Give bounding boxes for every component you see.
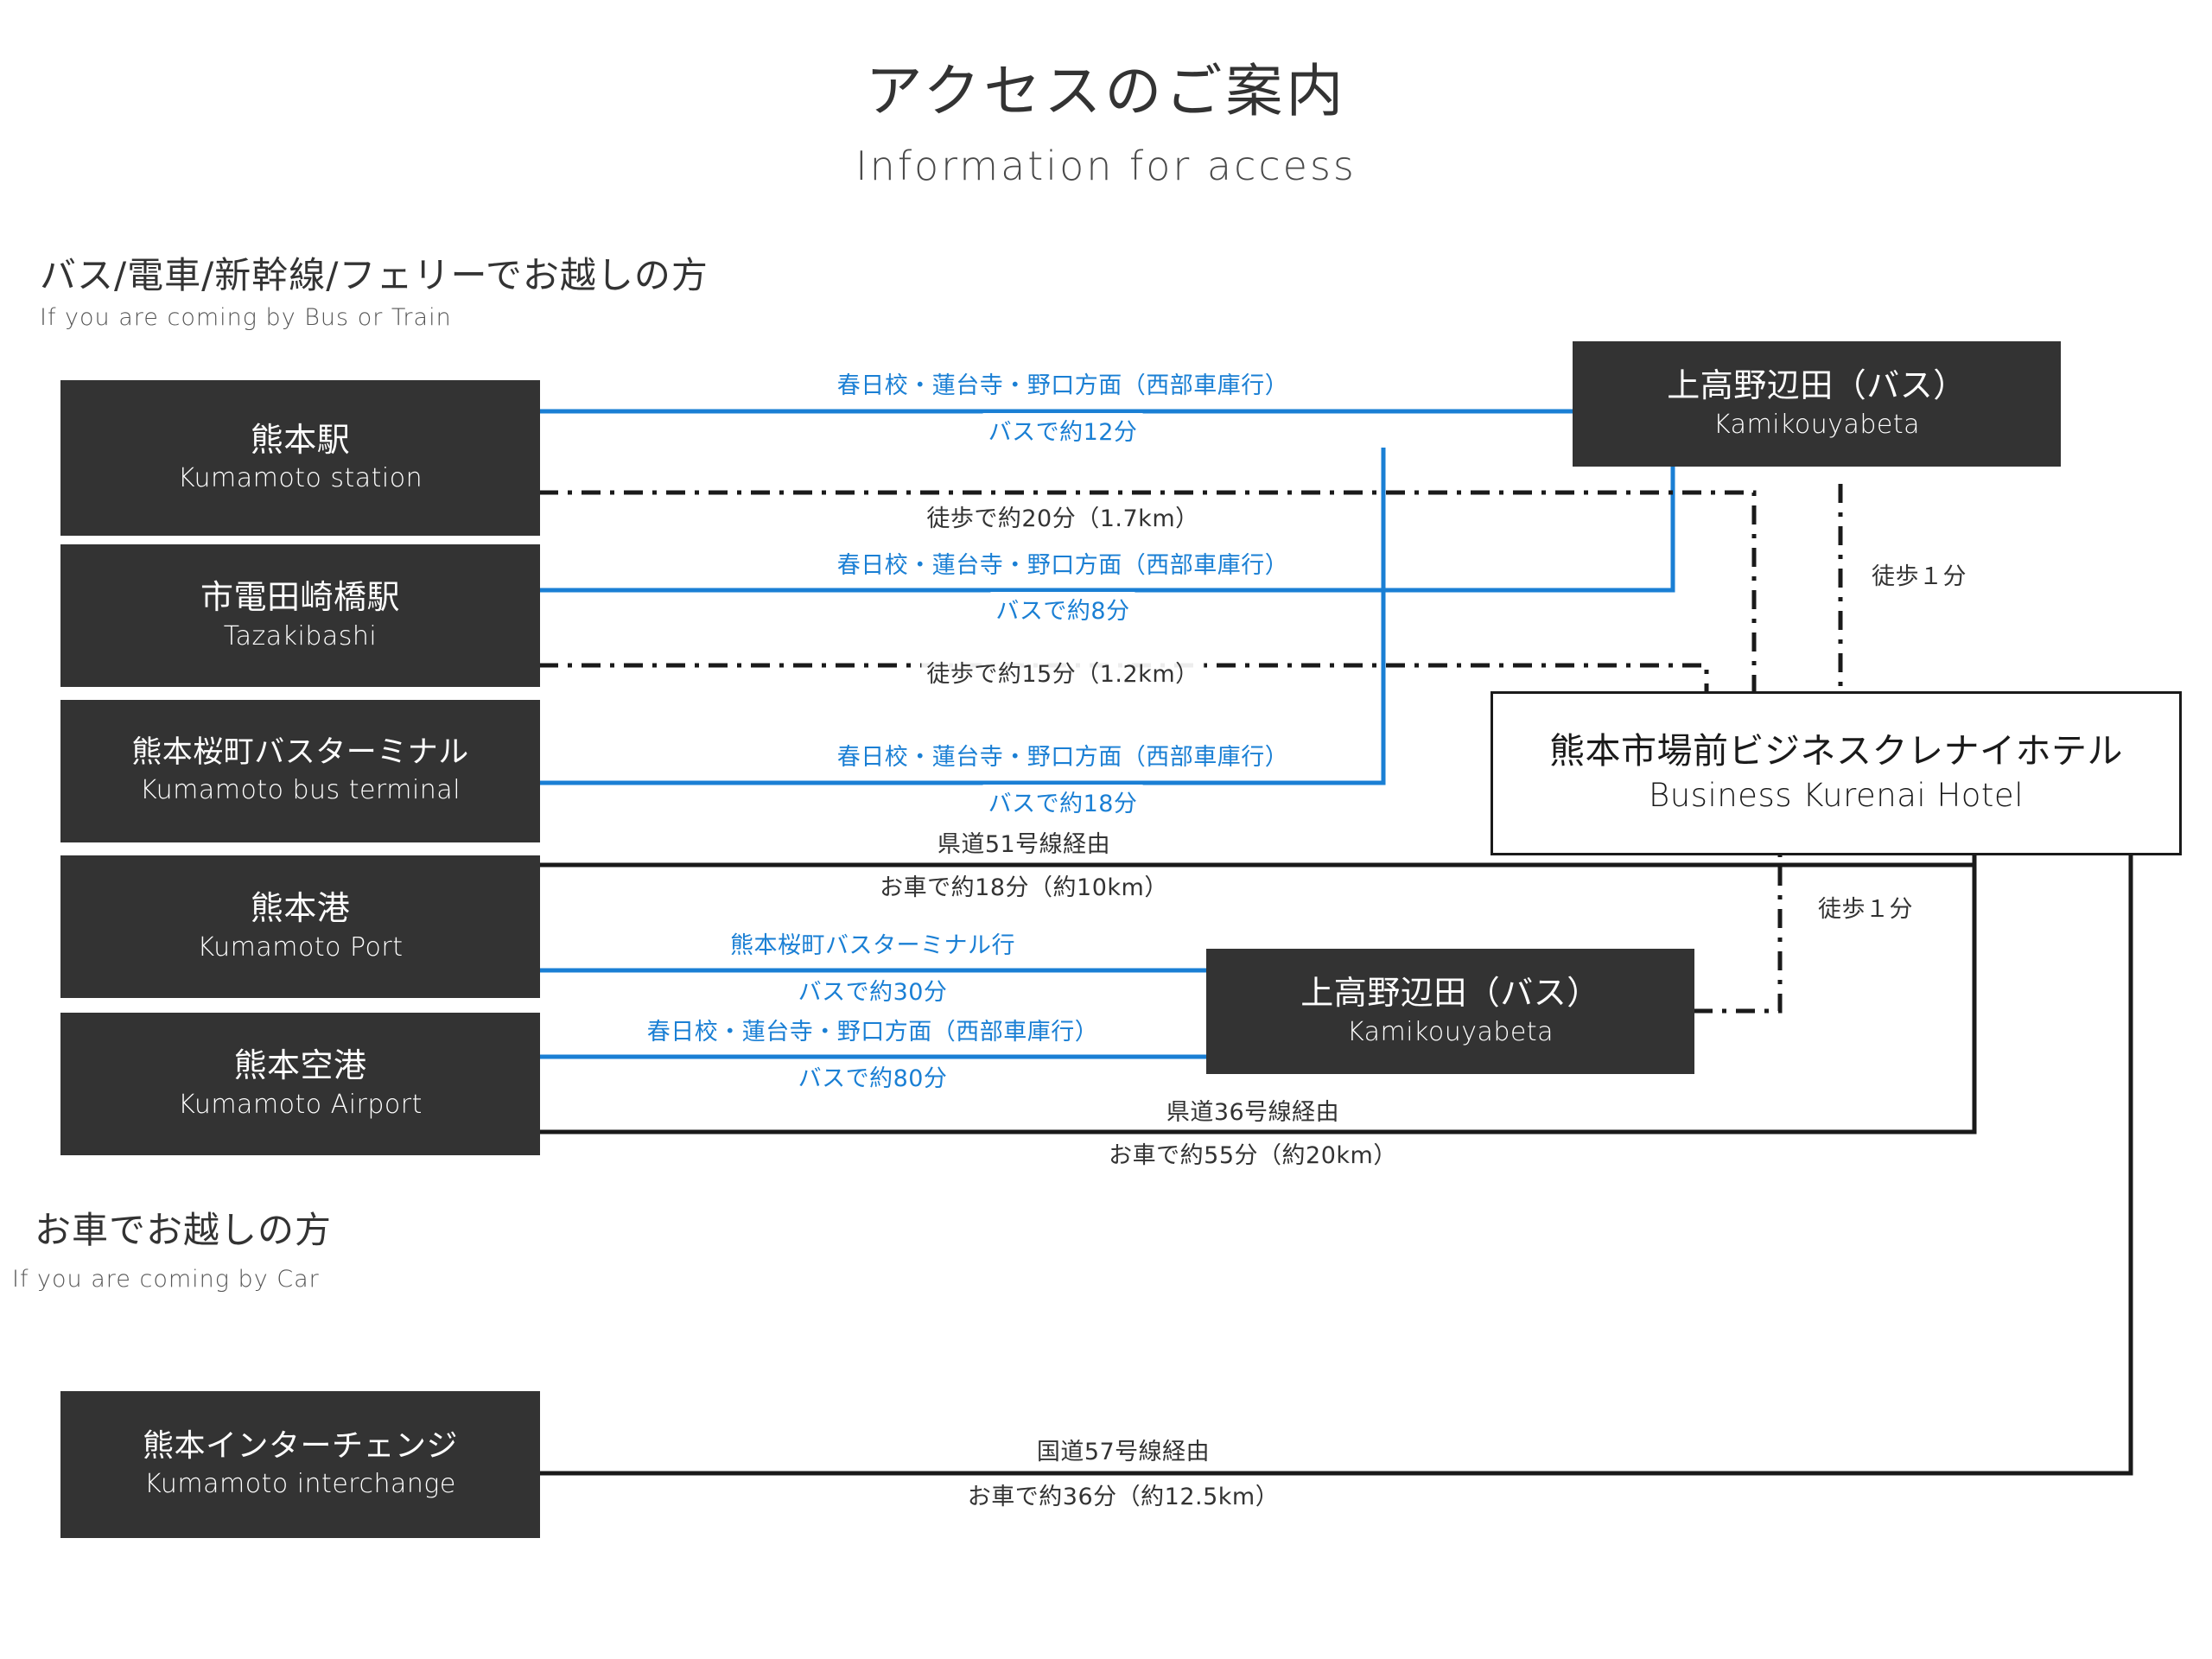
node-business-kurenai-hotel[interactable]: 熊本市場前ビジネスクレナイホテル Business Kurenai Hotel xyxy=(1491,691,2182,855)
node-kumamoto-airport[interactable]: 熊本空港 Kumamoto Airport xyxy=(60,1013,540,1155)
node-tazakibashi-en: Tazakibashi xyxy=(223,620,378,652)
node-kumamoto-bus-terminal-jp: 熊本桜町バスターミナル xyxy=(131,734,469,770)
edge-label-port-car-time: お車で約18分（約10km） xyxy=(874,868,1173,902)
node-kamikouyabeta-mid-jp: 上高野辺田（バス） xyxy=(1300,974,1600,1013)
edge-label-station-bus-route: 春日校・蓮台寺・野口方面（西部車庫行） xyxy=(831,366,1294,400)
edge-label-tazakibashi-walk: 徒歩で約15分（1.2km） xyxy=(921,655,1205,689)
wire-terminal-bus xyxy=(539,448,1386,785)
edge-label-tazakibashi-bus-time: バスで約8分 xyxy=(990,592,1135,626)
node-tazakibashi[interactable]: 市電田崎橋駅 Tazakibashi xyxy=(60,544,540,687)
node-kumamoto-interchange-jp: 熊本インターチェンジ xyxy=(142,1427,458,1464)
edge-label-airport-bus-time: バスで約80分 xyxy=(792,1059,953,1093)
edge-label-airport-bus-route: 春日校・蓮台寺・野口方面（西部車庫行） xyxy=(641,1013,1104,1046)
node-kumamoto-airport-jp: 熊本空港 xyxy=(233,1046,367,1085)
node-kumamoto-interchange-en: Kumamoto interchange xyxy=(144,1469,456,1500)
node-kumamoto-interchange[interactable]: 熊本インターチェンジ Kumamoto interchange xyxy=(60,1391,540,1538)
section-heading-transit-en: If you are coming by Bus or Train xyxy=(40,304,452,331)
edge-label-tazakibashi-bus-route: 春日校・蓮台寺・野口方面（西部車庫行） xyxy=(831,546,1294,580)
edge-label-port-car-route: 県道51号線経由 xyxy=(931,825,1116,859)
page-title-jp: アクセスのご案内 xyxy=(865,58,1347,124)
edge-label-airport-car-time: お車で約55分（約20km） xyxy=(1103,1136,1402,1170)
edge-label-station-walk: 徒歩で約20分（1.7km） xyxy=(921,499,1205,533)
node-kamikouyabeta-top-jp: 上高野辺田（バス） xyxy=(1667,366,1967,405)
node-kamikouyabeta-mid-en: Kamikouyabeta xyxy=(1346,1016,1554,1047)
edge-label-station-bus-time: バスで約12分 xyxy=(982,413,1143,447)
node-kumamoto-port[interactable]: 熊本港 Kumamoto Port xyxy=(60,855,540,998)
section-heading-transit-jp: バス/電車/新幹線/フェリーでお越しの方 xyxy=(40,254,709,296)
node-kamikouyabeta-mid[interactable]: 上高野辺田（バス） Kamikouyabeta xyxy=(1206,949,1694,1074)
node-kumamoto-station-jp: 熊本駅 xyxy=(250,420,351,459)
node-hotel-jp: 熊本市場前ビジネスクレナイホテル xyxy=(1549,729,2123,772)
edge-label-airport-car-route: 県道36号線経由 xyxy=(1160,1093,1345,1127)
edge-label-terminal-bus-time: バスで約18分 xyxy=(982,785,1143,818)
node-kamikouyabeta-top[interactable]: 上高野辺田（バス） Kamikouyabeta xyxy=(1573,341,2061,467)
node-kumamoto-airport-en: Kumamoto Airport xyxy=(178,1089,423,1120)
node-kumamoto-bus-terminal[interactable]: 熊本桜町バスターミナル Kumamoto bus terminal xyxy=(60,700,540,842)
wire-kamikouyabeta-mid-walk xyxy=(1694,855,1783,1014)
page-title-en: Information for access xyxy=(855,143,1357,189)
node-hotel-en: Business Kurenai Hotel xyxy=(1649,776,2024,814)
node-kumamoto-station-en: Kumamoto station xyxy=(177,463,423,494)
node-tazakibashi-jp: 市電田崎橋駅 xyxy=(200,578,400,617)
node-kumamoto-port-en: Kumamoto Port xyxy=(197,931,404,963)
node-kumamoto-bus-terminal-en: Kumamoto bus terminal xyxy=(139,775,461,806)
edge-label-interchange-route: 国道57号線経由 xyxy=(1031,1433,1216,1466)
node-kumamoto-port-jp: 熊本港 xyxy=(250,889,351,928)
node-kumamoto-station[interactable]: 熊本駅 Kumamoto station xyxy=(60,380,540,536)
section-heading-car-en: If you are coming by Car xyxy=(12,1266,320,1293)
edge-label-terminal-bus-route: 春日校・蓮台寺・野口方面（西部車庫行） xyxy=(831,738,1294,772)
edge-label-interchange-time: お車で約36分（約12.5km） xyxy=(962,1478,1285,1511)
node-kamikouyabeta-top-en: Kamikouyabeta xyxy=(1713,409,1921,440)
edge-label-walk-1min-mid: 徒歩１分 xyxy=(1813,890,1918,924)
edge-label-port-bus-route: 熊本桜町バスターミナル行 xyxy=(725,926,1020,960)
edge-label-port-bus-time: バスで約30分 xyxy=(792,973,953,1007)
section-heading-car-jp: お車でお越しの方 xyxy=(35,1209,333,1251)
edge-label-walk-1min-top: 徒歩１分 xyxy=(1866,557,1972,591)
